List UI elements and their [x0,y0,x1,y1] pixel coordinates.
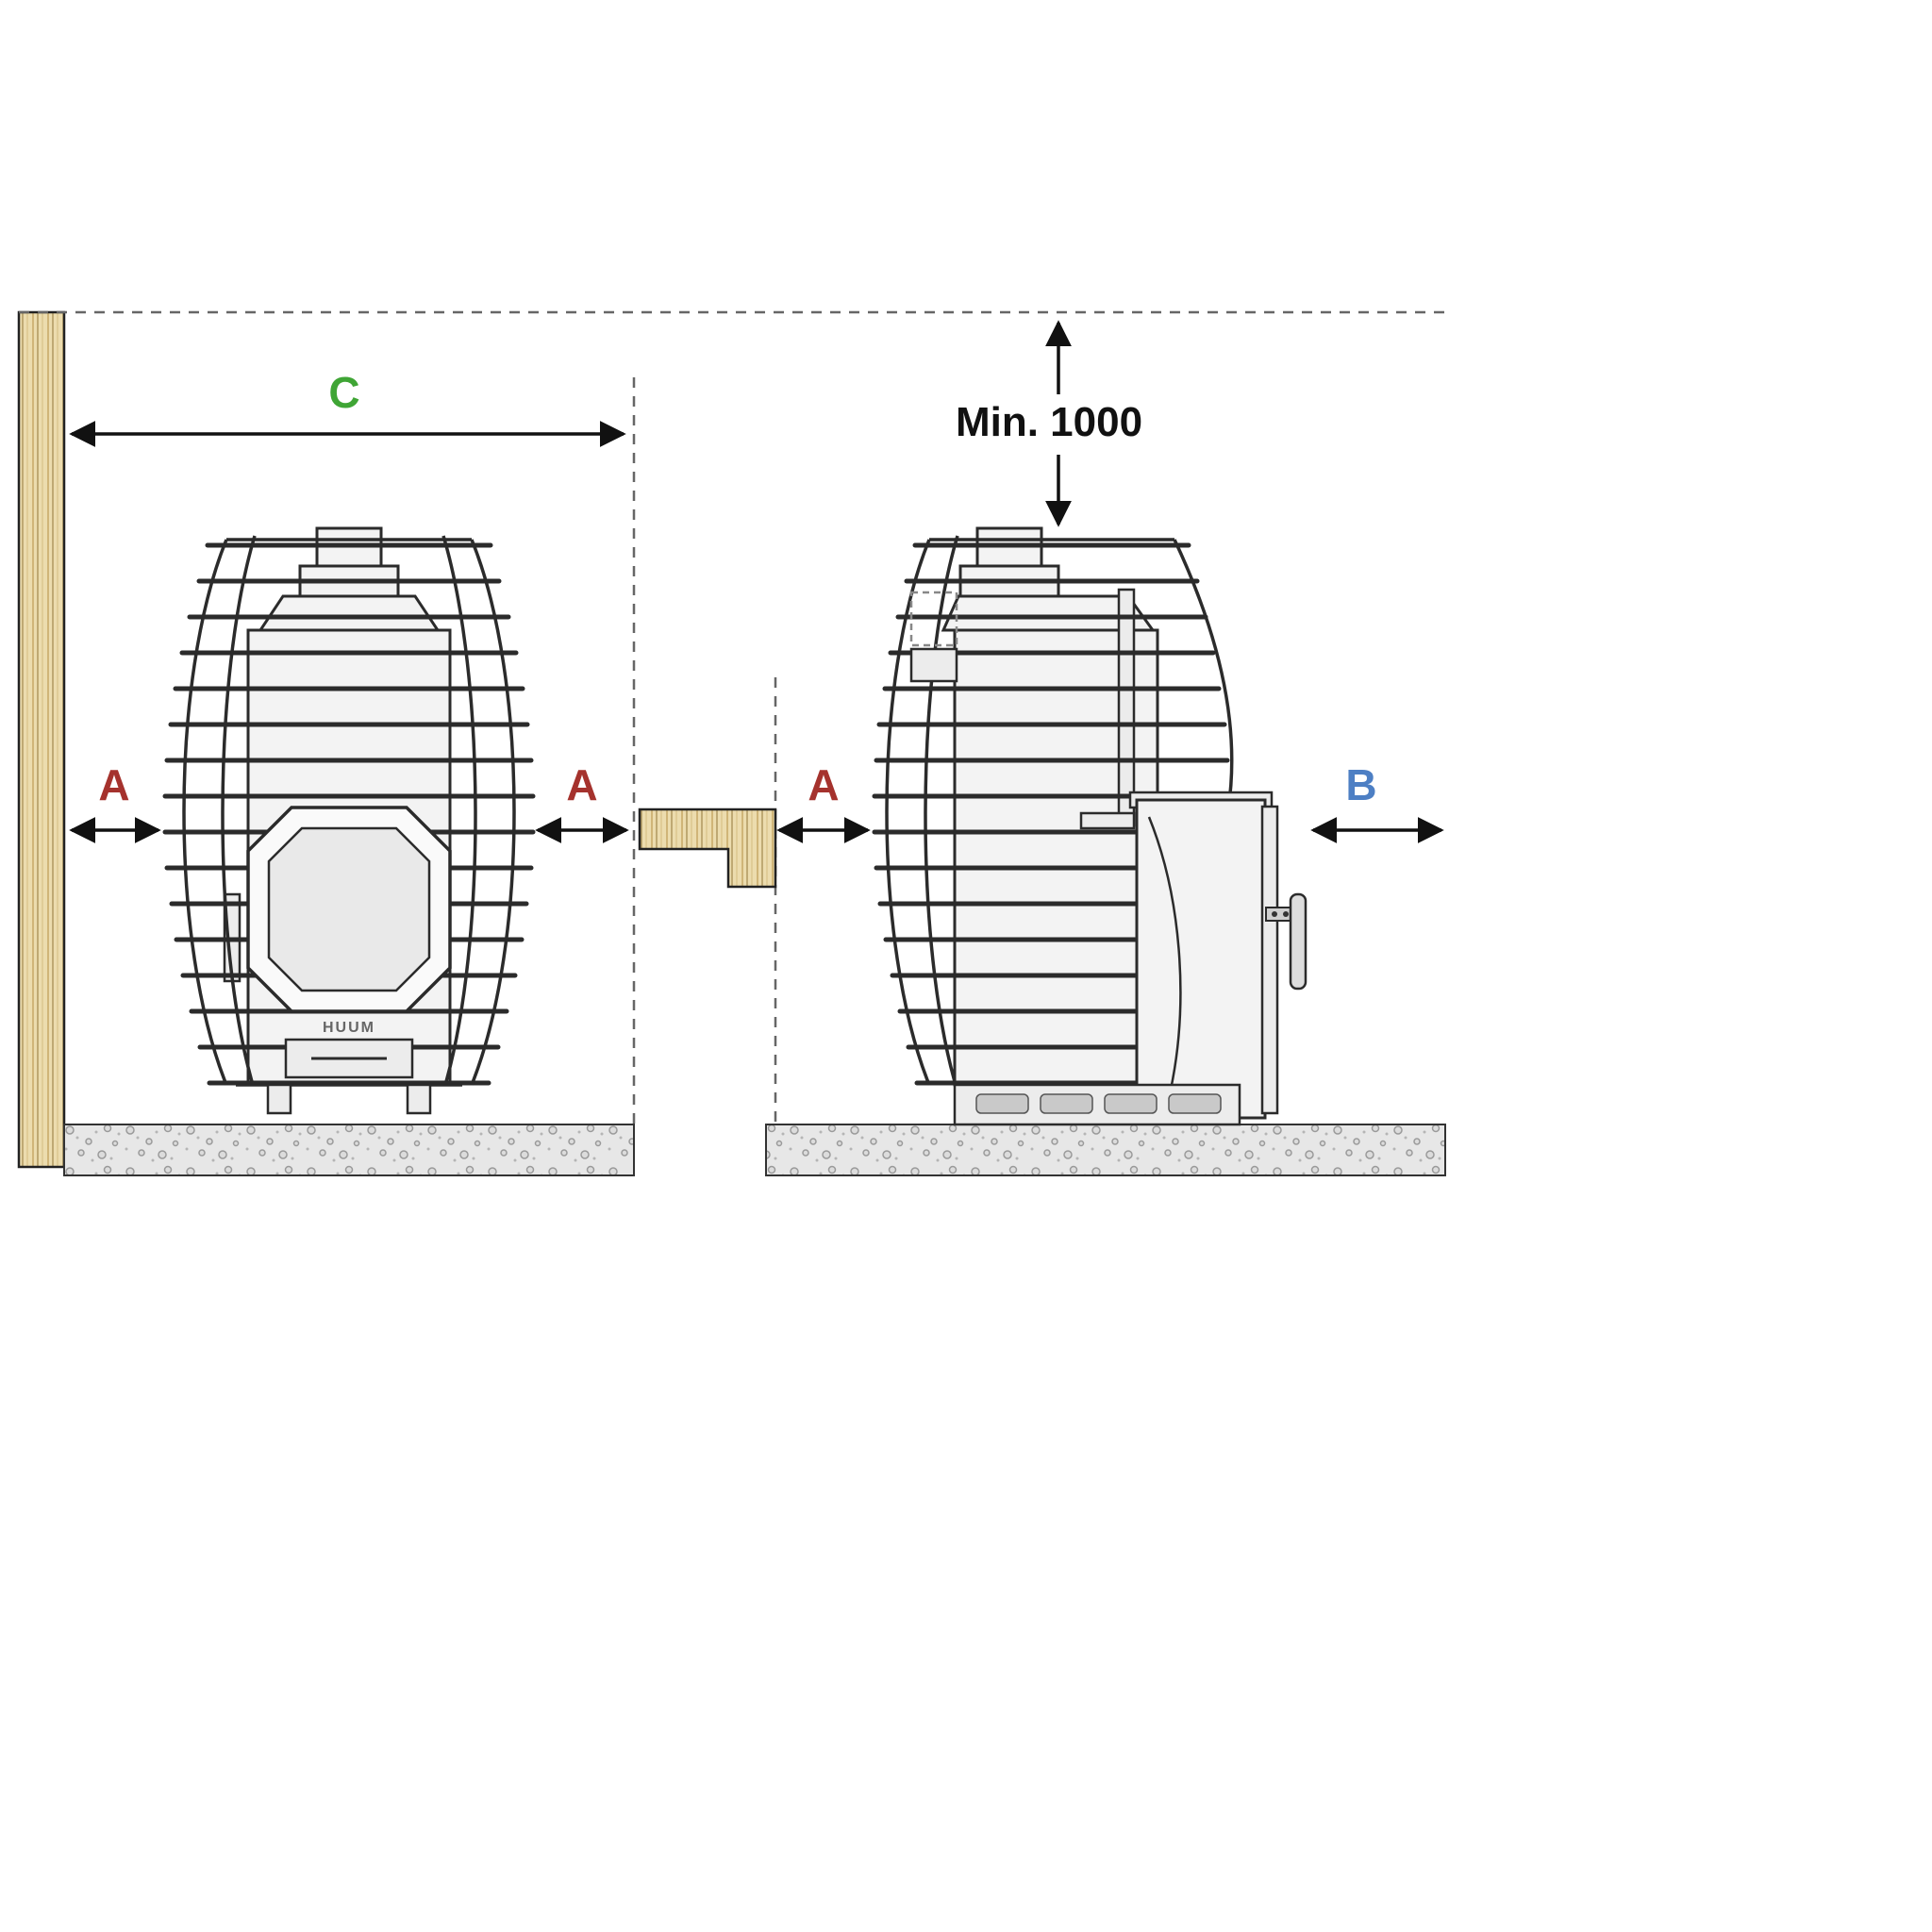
dimension-b: B [1310,760,1444,843]
air-duct-elbow [1079,811,1136,830]
optional-connection-dashed [909,591,958,647]
cage-rails-side [885,535,1234,1086]
dimension-c: C [69,368,626,447]
latch-bolt-2 [1283,911,1289,917]
stove-foot-right [406,1083,432,1115]
latch-bolt-1 [1272,911,1277,917]
door-handle-bar [1289,892,1307,991]
dimension-a3-label: A [808,760,839,809]
clearance-boundary-dashed-lines [19,310,1445,1124]
dimension-a2-label: A [566,760,597,809]
wood-wall-left [17,310,66,1169]
stove-top-cap [258,594,441,632]
wood-wall-spacer-block [638,808,777,889]
stove-side-view [872,526,1307,1126]
dimension-a-right: A [776,760,871,843]
stove-foot-left [266,1083,292,1115]
firebox-tunnel-curve [1147,816,1182,1086]
dimension-a-wall: A [69,760,161,843]
firebox-door-glass [267,826,431,992]
firebox-door-plate [1260,805,1279,1115]
brand-logo: HUUM [323,1020,375,1036]
concrete-floor-right [765,1124,1446,1176]
dimension-min-height: Min. 1000 [956,320,1142,527]
dimension-b-label: B [1345,760,1376,809]
stove-front-view: HUUM [162,526,536,1115]
base-platform-slots [975,1093,1222,1114]
connection-box [909,647,958,683]
dimension-a1-label: A [98,760,129,809]
dimension-c-label: C [328,368,359,417]
min-height-label: Min. 1000 [956,399,1142,445]
dimension-a-middle: A [535,760,629,843]
firebox-tunnel-housing [1135,798,1267,1120]
air-duct-vertical [1117,588,1136,827]
concrete-floor-left [63,1124,635,1176]
